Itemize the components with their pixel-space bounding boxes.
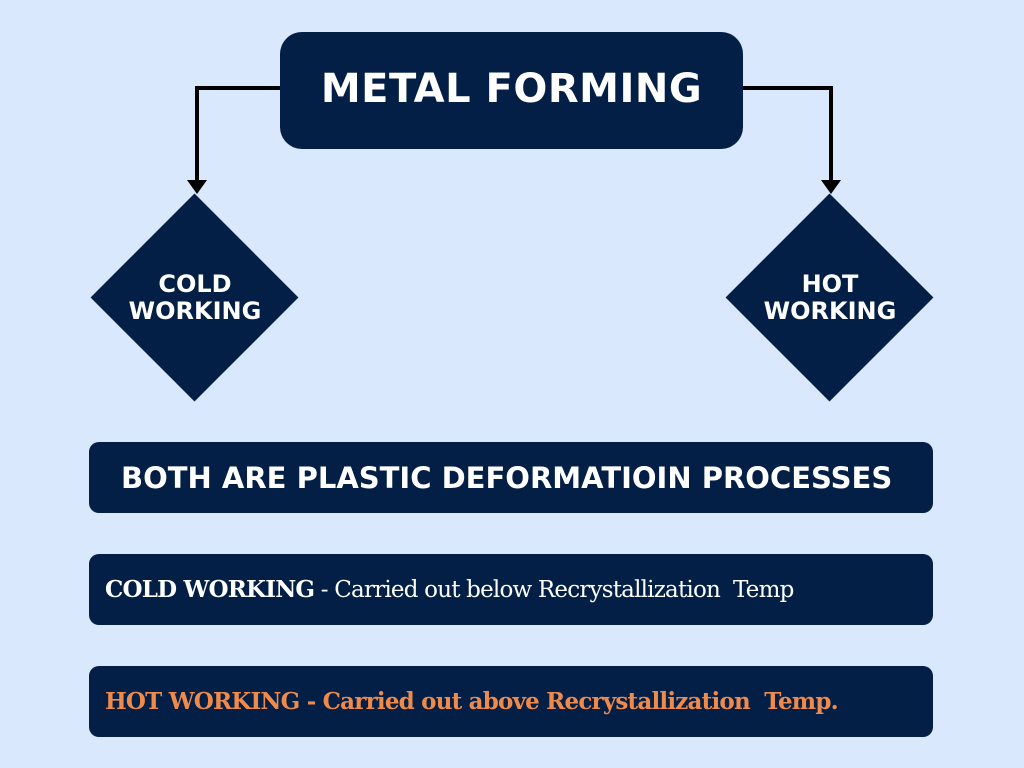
cold-working-label: COLD WORKING — [95, 271, 295, 325]
hot-working-definition-box: HOT WORKING - Carried out above Recrysta… — [89, 666, 933, 737]
arrowhead-right-icon — [821, 180, 841, 194]
arrowhead-left-icon — [187, 180, 207, 194]
hot-label-line1: HOT — [801, 270, 859, 298]
hot-working-label: HOT WORKING — [730, 271, 930, 325]
cold-label-line2: WORKING — [128, 297, 262, 325]
cold-working-term: COLD WORKING — [105, 576, 315, 603]
hot-working-text: - Carried out above Recrystallization Te… — [299, 688, 839, 715]
hot-working-term: HOT WORKING — [105, 688, 300, 715]
cold-working-text: - Carried out below Recrystallization Te… — [314, 576, 795, 603]
cold-working-definition-box: COLD WORKING - Carried out below Recryst… — [89, 554, 933, 625]
title: METAL FORMING — [320, 65, 703, 112]
metal-forming-title-box: METAL FORMING — [280, 32, 743, 149]
summary-text: BOTH ARE PLASTIC DEFORMATIOIN PROCESSES — [121, 460, 893, 495]
summary-box: BOTH ARE PLASTIC DEFORMATIOIN PROCESSES — [89, 442, 933, 513]
arrow-to-cold-working — [195, 86, 280, 182]
cold-label-line1: COLD — [158, 270, 232, 298]
arrow-to-hot-working — [743, 86, 833, 182]
hot-label-line2: WORKING — [763, 297, 897, 325]
